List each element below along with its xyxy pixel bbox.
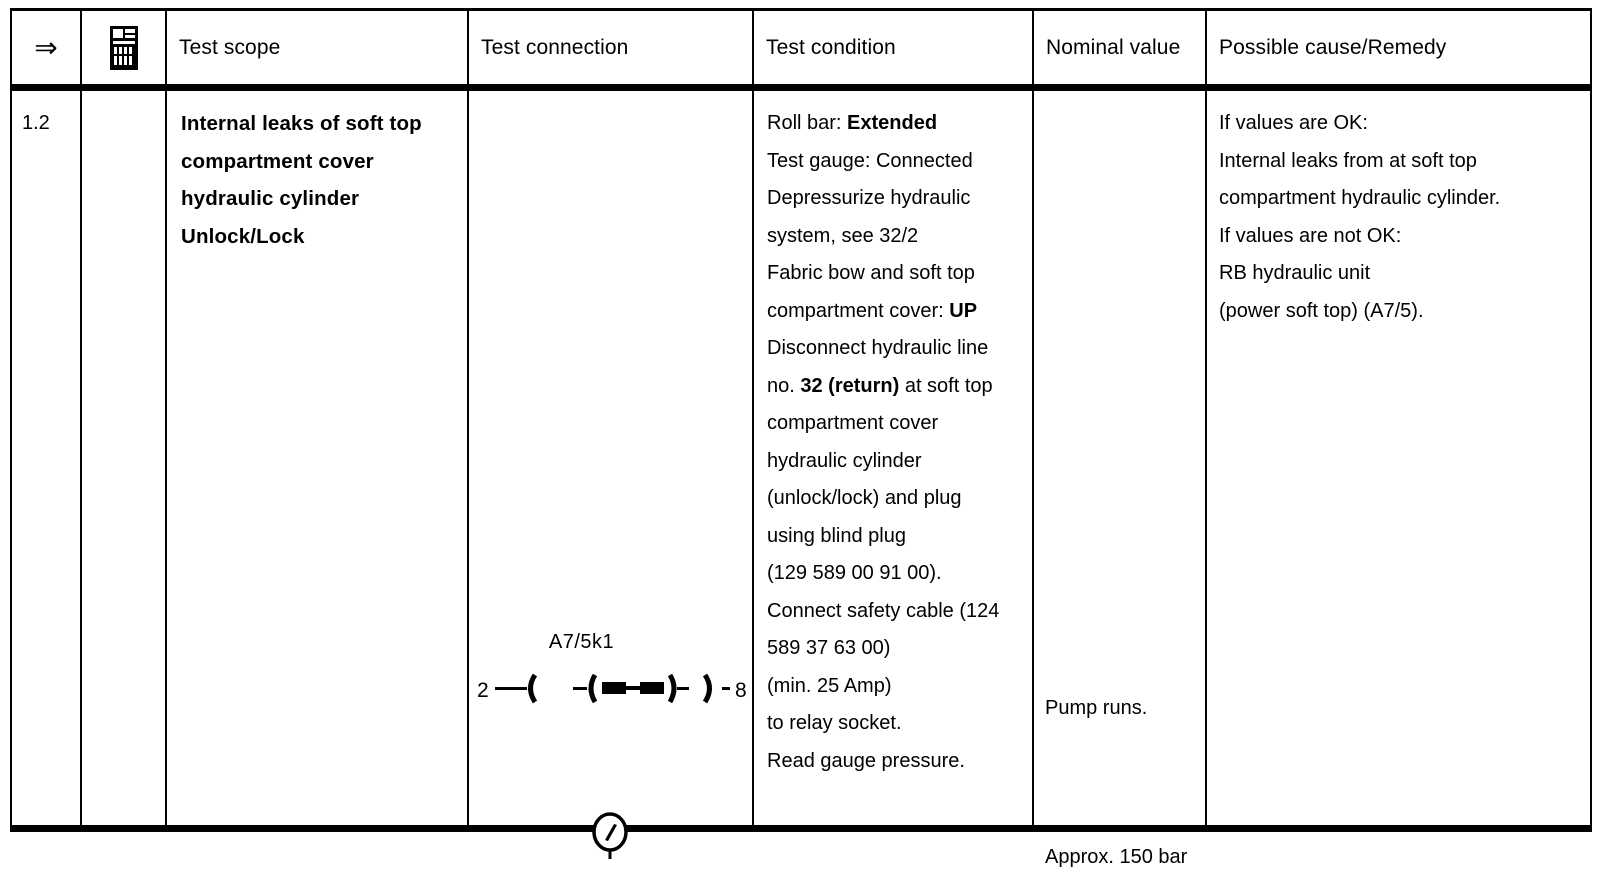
- condition-line: Read gauge pressure.: [767, 749, 965, 772]
- test-scope-line: Unlock/Lock: [181, 224, 305, 248]
- condition-line: (129 589 00 91 00).: [767, 562, 942, 584]
- connection-diagram: A7/5k1 2: [469, 631, 752, 881]
- remedy-line: If values are not OK:: [1219, 224, 1402, 247]
- condition-line: compartment cover: UP: [767, 299, 978, 322]
- condition-line: (unlock/lock) and plug: [767, 487, 962, 509]
- condition-line: Connect safety cable (124: [767, 599, 1000, 622]
- test-condition-text: Roll bar: Extended Test gauge: Connected…: [754, 91, 1032, 790]
- condition-line: hydraulic cylinder: [767, 449, 922, 472]
- cell-tester-icon: [80, 87, 167, 832]
- condition-line: Test gauge: Connected: [767, 149, 973, 172]
- handheld-tester-icon: [109, 25, 139, 71]
- header-cell-test-condition: Test condition: [752, 8, 1034, 91]
- condition-line: 589 37 63 00): [767, 637, 891, 659]
- connector-schematic: 2: [477, 673, 747, 704]
- condition-line: Depressurize hydraulic: [767, 187, 971, 209]
- pressure-gauge-icon: [587, 811, 633, 861]
- remedy-line: RB hydraulic unit: [1219, 262, 1371, 284]
- test-scope-text: Internal leaks of soft top compartment c…: [167, 91, 467, 265]
- cell-step-number: 1.2: [10, 87, 82, 832]
- condition-line: system, see 32/2: [767, 224, 919, 247]
- cell-nominal-value: Pump runs. Approx. 150 bar: [1032, 87, 1207, 868]
- header-cell-test-scope: Test scope: [165, 8, 469, 91]
- cell-test-connection: A7/5k1 2: [467, 87, 754, 859]
- remedy-line: (power soft top) (A7/5).: [1219, 299, 1424, 322]
- condition-line: using blind plug: [767, 524, 906, 547]
- component-designation-label: A7/5k1: [548, 631, 615, 653]
- cell-possible-cause-remedy: If values are OK: Internal leaks from at…: [1205, 87, 1592, 832]
- tester-icon-placeholder: [82, 91, 165, 115]
- cell-test-condition: Roll bar: Extended Test gauge: Connected…: [752, 87, 1034, 832]
- test-scope-line: Internal leaks of soft top: [181, 112, 422, 135]
- header-label-test-connection: Test connection: [481, 35, 629, 59]
- condition-line: (min. 25 Amp): [767, 674, 892, 697]
- nominal-value-line: Pump runs.: [1045, 697, 1148, 719]
- remedy-text: If values are OK: Internal leaks from at…: [1207, 91, 1590, 340]
- remedy-line: Internal leaks from at soft top: [1219, 149, 1477, 172]
- remedy-line: If values are OK:: [1219, 112, 1368, 134]
- condition-line: Disconnect hydraulic line: [767, 337, 989, 359]
- condition-line: Fabric bow and soft top: [767, 262, 975, 284]
- table-header-row: ⇒: [10, 8, 1592, 91]
- condition-line: Roll bar: Extended: [767, 112, 938, 134]
- header-label-test-scope: Test scope: [179, 35, 281, 59]
- condition-line: compartment cover: [767, 412, 939, 434]
- test-scope-line: hydraulic cylinder: [181, 187, 360, 210]
- header-cell-arrow: ⇒: [10, 8, 82, 91]
- header-cell-test-connection: Test connection: [467, 8, 754, 91]
- left-terminal-number: 2: [477, 679, 489, 702]
- cell-test-scope: Internal leaks of soft top compartment c…: [165, 87, 469, 832]
- right-terminal-number: 8: [735, 679, 747, 702]
- header-cell-possible-cause-remedy: Possible cause/Remedy: [1205, 8, 1592, 91]
- header-label-nominal-value: Nominal value: [1046, 35, 1181, 59]
- table-row: 1.2 Internal leaks of soft top compartme…: [10, 87, 1592, 868]
- header-label-test-condition: Test condition: [766, 35, 896, 59]
- nominal-value-line: Approx. 150 bar: [1045, 846, 1188, 868]
- header-label-possible-cause-remedy: Possible cause/Remedy: [1219, 35, 1447, 59]
- double-arrow-right-icon: ⇒: [34, 31, 58, 63]
- condition-line: no. 32 (return) at soft top: [767, 374, 993, 397]
- condition-line: to relay socket.: [767, 712, 902, 734]
- header-cell-nominal-value: Nominal value: [1032, 8, 1207, 91]
- test-scope-line: compartment cover: [181, 149, 374, 173]
- remedy-line: compartment hydraulic cylinder.: [1219, 187, 1501, 209]
- header-cell-tester-icon: [80, 8, 167, 91]
- test-procedure-table: ⇒: [10, 8, 1592, 868]
- step-number: 1.2: [22, 112, 50, 134]
- document-page: ⇒: [10, 8, 1592, 868]
